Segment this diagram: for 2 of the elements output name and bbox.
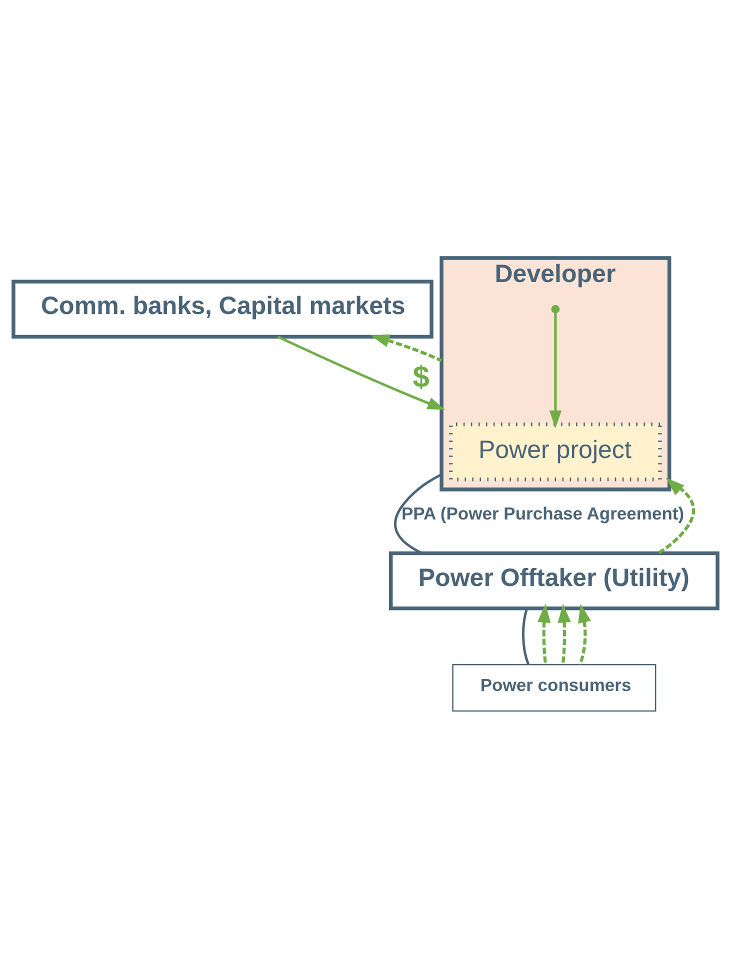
edge-label: $ (412, 360, 430, 394)
edge-label: PPA (Power Purchase Agreement) (401, 503, 684, 524)
